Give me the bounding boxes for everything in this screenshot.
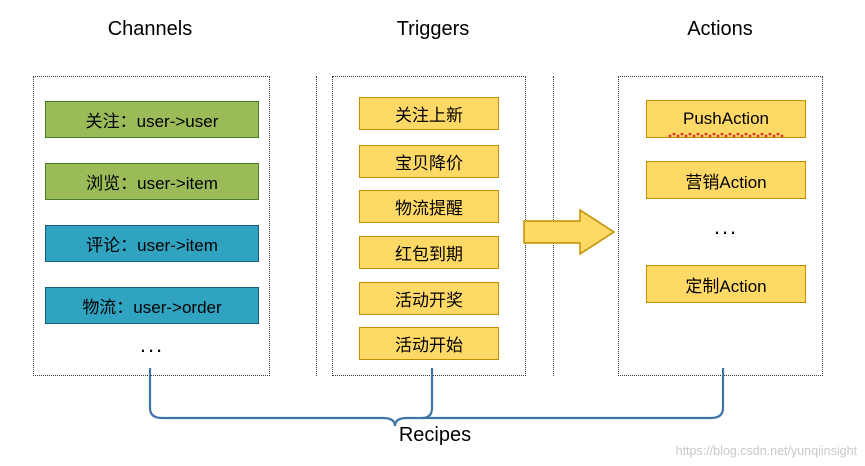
action-box: 定制Action	[646, 265, 806, 303]
trigger-box: 关注上新	[359, 97, 499, 130]
flow-arrow-icon	[523, 209, 615, 255]
recipes-connector	[148, 368, 725, 427]
column-title-actions: Actions	[687, 18, 753, 40]
channel-box: 浏览：user->item	[45, 163, 259, 200]
action-box: PushAction	[646, 100, 806, 138]
trigger-box: 宝贝降价	[359, 145, 499, 178]
column-title-triggers: Triggers	[396, 18, 470, 40]
channel-box: 评论：user->item	[45, 225, 259, 262]
column-title-channels: Channels	[107, 18, 193, 40]
trigger-box: 物流提醒	[359, 190, 499, 223]
separator-left	[316, 76, 317, 376]
trigger-box: 红包到期	[359, 236, 499, 269]
action-box: 营销Action	[646, 161, 806, 199]
actions-more-ellipsis: ...	[713, 214, 739, 239]
trigger-box: 活动开奖	[359, 282, 499, 315]
channel-box: 物流：user->order	[45, 287, 259, 324]
recipes-label: Recipes	[398, 424, 472, 446]
channel-box: 关注：user->user	[45, 101, 259, 138]
trigger-box: 活动开始	[359, 327, 499, 360]
watermark-text: https://blog.csdn.net/yunqiinsight	[675, 444, 857, 458]
spellcheck-underline-icon	[668, 133, 784, 137]
channels-more-ellipsis: ...	[139, 332, 165, 357]
